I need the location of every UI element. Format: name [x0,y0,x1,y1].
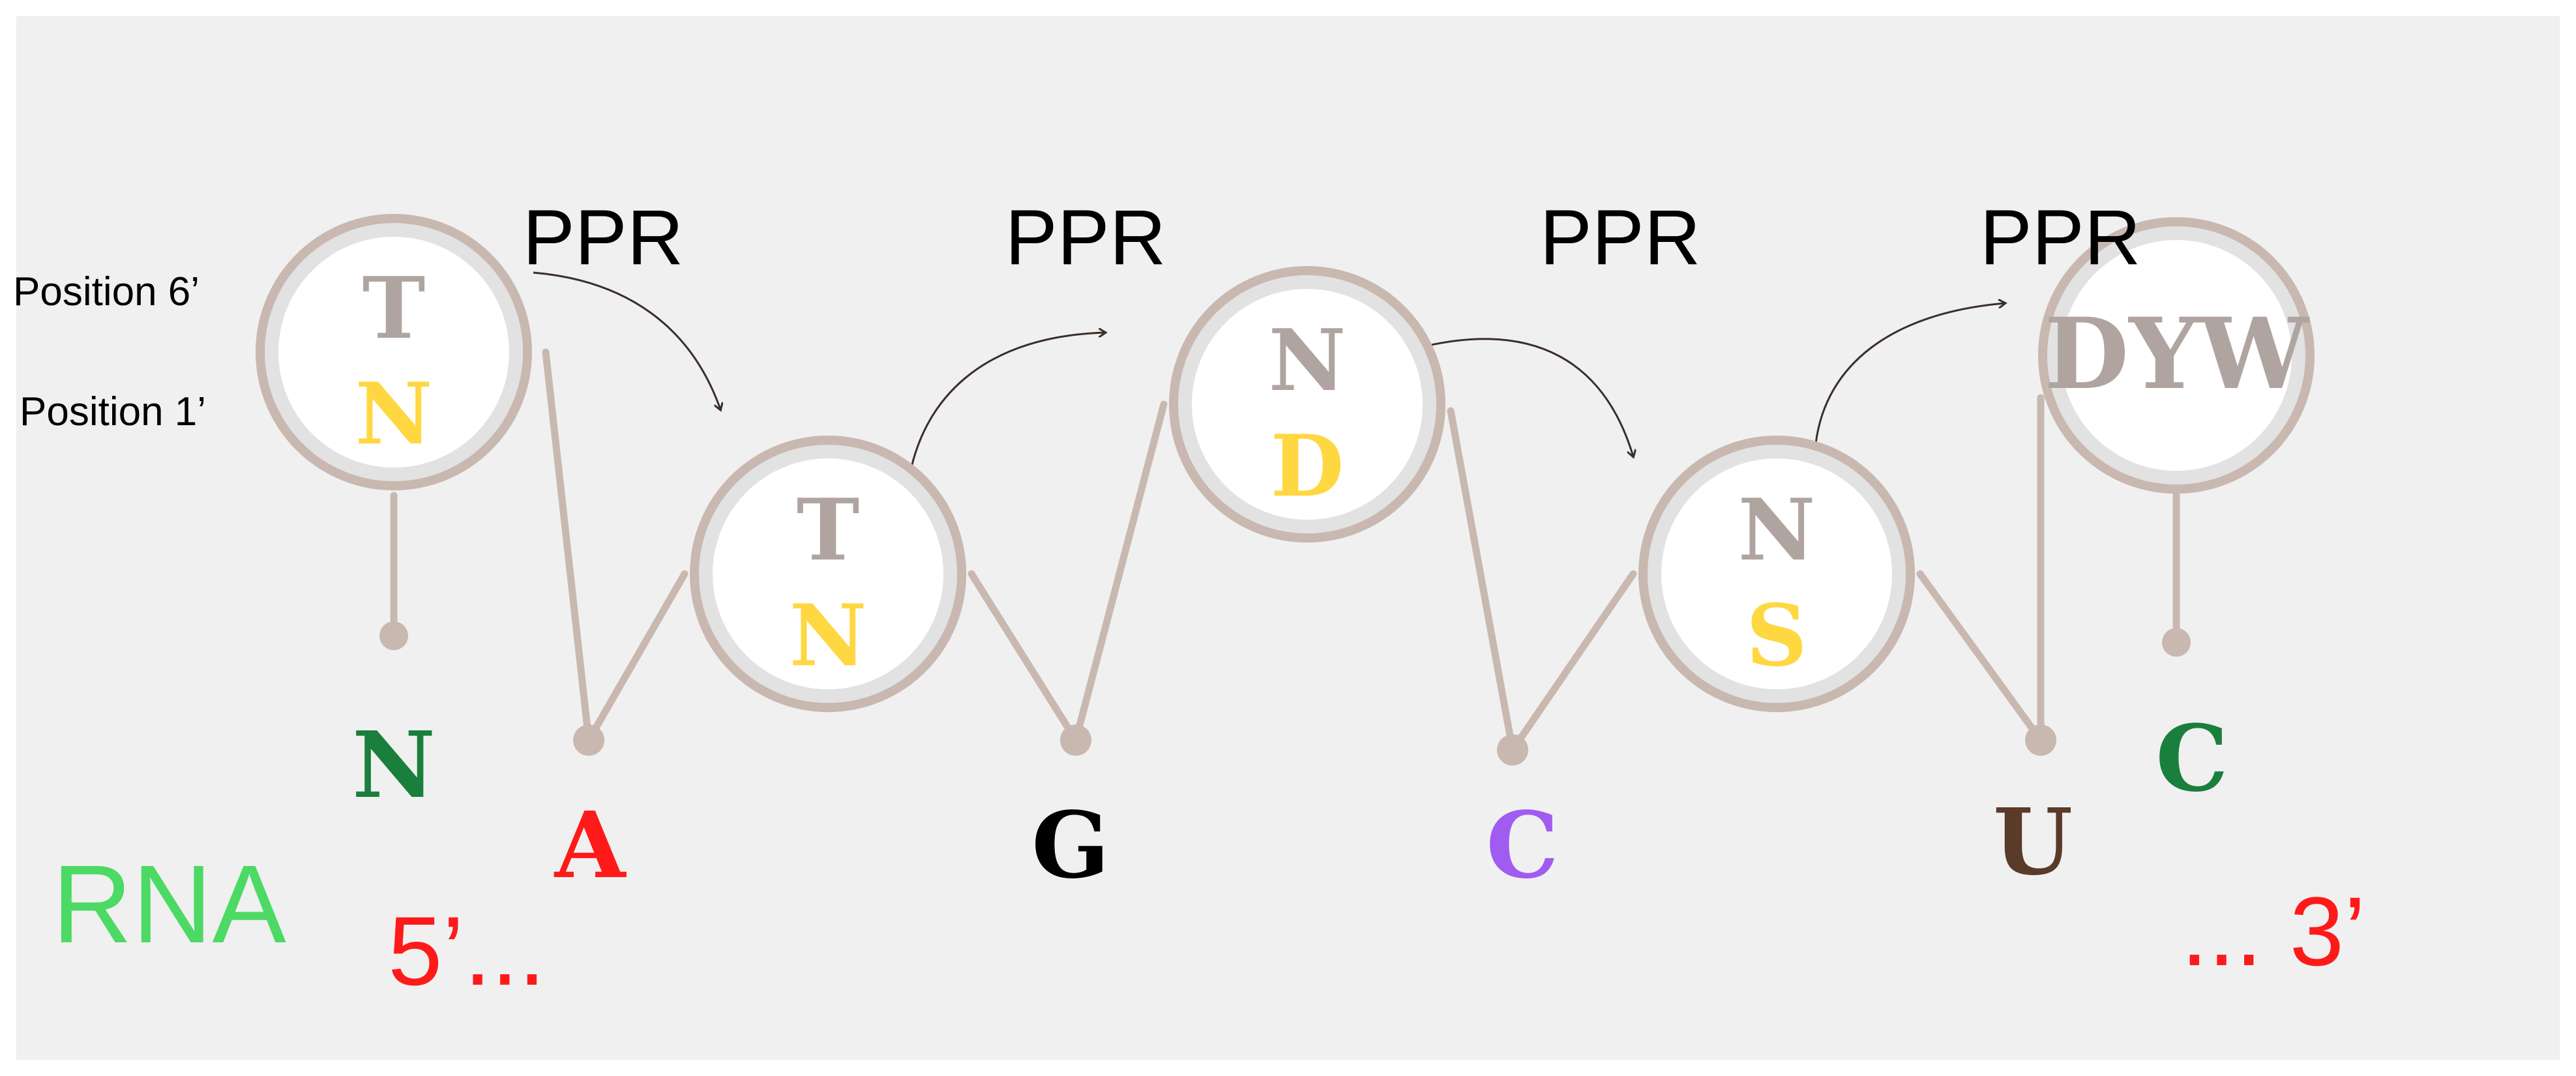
three-prime-end: ... 3’ [2181,876,2365,986]
backbone [390,348,2180,754]
node-g [1060,725,1091,756]
connector-6 [1509,570,1637,754]
connector-7 [1916,570,2045,744]
connector-5 [1447,407,1517,754]
ppr-label-1: PPR [523,194,684,281]
backbone-nodes [379,621,2191,766]
motif-circle-fill [2061,240,2292,471]
c-terminus-label: C [2155,706,2228,813]
connector-2 [585,570,688,744]
motif-position-6-residue: T [363,258,426,358]
ppr-motif-2: TN [690,436,966,712]
rna-label: RNA [52,843,287,966]
arrow-4 [1814,303,2005,444]
dyw-domain-label: DYW [2044,297,2310,411]
nucleotide-c: C [1486,792,1558,899]
ppr-arrows [533,271,2005,477]
ppr-motif-4: NS [1638,436,1915,712]
ppr-label-3: PPR [1540,194,1701,281]
connector-3 [968,570,1080,744]
connector-1 [542,348,593,744]
node-u [2025,725,2056,756]
five-prime-end: 5’... [388,896,546,1006]
ppr-labels: PPR PPR PPR PPR [523,194,2141,281]
connector-4 [1072,400,1168,744]
arrow-1 [533,271,720,410]
ppr-motif-3: ND [1169,266,1445,543]
ppr-motif-1: TN [256,214,532,490]
motif-circle-fill [713,458,943,689]
nucleotide-a: A [554,792,627,899]
nucleotide-u: U [1993,789,2073,896]
position-1-label: Position 1’ [20,389,206,434]
n-terminal-node [379,621,408,650]
motif-position-1-residue: N [355,364,433,464]
ppr-label-2: PPR [1005,194,1166,281]
motif-position-1-residue: D [1271,416,1344,516]
arrow-3 [1427,338,1633,456]
motif-position-6-residue: T [797,480,860,580]
node-a [573,725,604,756]
position-6-label: Position 6’ [13,269,200,314]
motif-circle-fill [278,237,509,468]
motif-position-6-residue: N [1269,310,1346,410]
motif-circle-fill [1192,289,1423,520]
arrow-2 [908,333,1105,477]
motif-circle-fill [1661,458,1892,689]
ppr-label-4: PPR [1980,194,2141,281]
n-terminus-label: N [352,712,436,819]
ppr-motif-5: DYW [2038,217,2315,494]
motif-position-1-residue: S [1746,586,1807,685]
motif-position-1-residue: N [790,586,867,685]
nucleotide-g: G [1031,792,1110,899]
c-terminal-node [2162,628,2191,657]
motif-position-6-residue: N [1738,480,1816,580]
node-c [1497,734,1528,766]
